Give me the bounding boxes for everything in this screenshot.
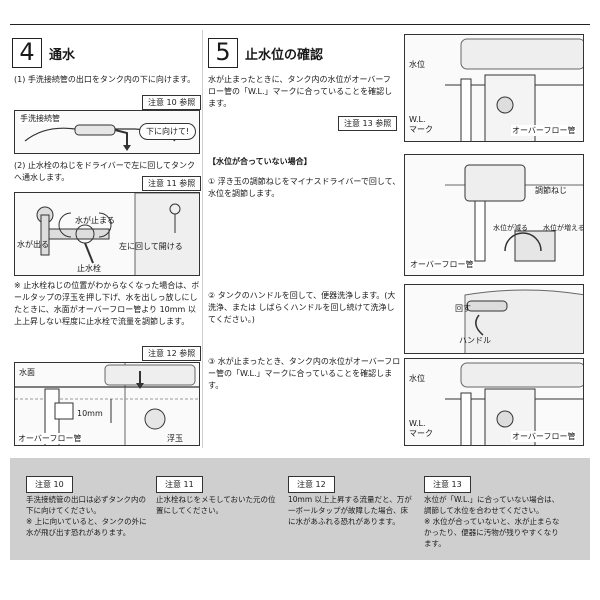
column-divider [202, 30, 203, 448]
label-wl-mark: W.L. マーク [409, 419, 433, 439]
step5-intro: 水が止まったときに、タンク内の水位がオーバーフロー管の「W.L.」マークに合って… [208, 74, 398, 110]
step4-number: 4 [12, 38, 42, 68]
step4-note: ※ 止水栓ねじの位置がわからなくなった場合は、ボールタップの浮玉を押し下げ、水を… [14, 280, 200, 328]
caution-13-text: 水位が「W.L.」に合っていない場合は、調節して水位を合わせてください。 ※ 水… [424, 494, 564, 549]
label-water-surface: 水面 [19, 367, 35, 378]
step5-figure4: 水位 W.L. マーク オーバーフロー管 [404, 358, 584, 446]
label-stop-valve: 止水栓 [77, 263, 101, 274]
label-overflow-pipe: オーバーフロー管 [511, 125, 576, 136]
caution-panel: 注意 10 手洗接続管の出口は必ずタンク内の下に向けてください。 ※ 上に向いて… [10, 458, 590, 560]
step4-tag3: 注意 12 参照 [142, 346, 201, 361]
label-level-down: 水位が減る [493, 223, 528, 233]
step5-title: 止水位の確認 [245, 44, 323, 63]
label-adjust-screw: 調節ねじ [535, 185, 567, 196]
label-level: 水位 [409, 373, 425, 384]
label-handle: ハンドル [459, 335, 491, 346]
label-water-flows: 水が出る [17, 239, 49, 250]
caution-12-tag: 注意 12 [288, 476, 335, 493]
step5-item2: ② タンクのハンドルを回して、便器洗浄します。(大洗浄、または しばらくハンドル… [208, 290, 402, 326]
step4-figure3: 水面 10mm オーバーフロー管 浮玉 [14, 362, 200, 446]
label-10mm: 10mm [77, 409, 103, 418]
step5-figure1: 水位 W.L. マーク オーバーフロー管 [404, 34, 584, 142]
label-float: 浮玉 [167, 433, 183, 444]
caution-10-text: 手洗接続管の出口は必ずタンク内の下に向けてください。 ※ 上に向いていると、タン… [26, 494, 152, 538]
label-water-stops: 水が止まる [75, 215, 115, 226]
step5-item1: ① 浮き玉の調節ねじをマイナスドライバーで回して、水位を調節します。 [208, 176, 402, 200]
tank-handle-illustration [405, 285, 584, 354]
caution-12-text: 10mm 以上上昇する流量だと、万が一ボールタップが故障した場合、床に水があふれ… [288, 494, 412, 527]
caution-13-tag: 注意 13 [424, 476, 471, 493]
label-wl-mark: W.L. マーク [409, 115, 433, 135]
caution-11-text: 止水栓ねじをメモしておいた元の位置にしてください。 [156, 494, 280, 516]
label-overflow-pipe: オーバーフロー管 [511, 431, 576, 442]
caution-11-tag: 注意 11 [156, 476, 203, 493]
step4-figure2: 水が止まる 水が出る 左に回して開ける 止水栓 [14, 192, 200, 276]
label-level: 水位 [409, 59, 425, 70]
callout-point-down: 下に向けて! [139, 123, 196, 140]
step4-tag1: 注意 10 参照 [142, 95, 201, 110]
step4-header: 4 通水 [12, 38, 75, 68]
step5-figure3: 回す ハンドル [404, 284, 584, 354]
top-rule [10, 24, 590, 25]
step5-item3: ③ 水が止まったとき、タンク内の水位がオーバーフロー管の「W.L.」マークに合っ… [208, 356, 402, 392]
caution-10-tag: 注意 10 [26, 476, 73, 493]
step5-mismatch-heading: 【水位が合っていない場合】 [208, 156, 312, 168]
label-overflow-pipe: オーバーフロー管 [409, 259, 474, 270]
step4-title: 通水 [49, 44, 75, 63]
label-turn: 回す [455, 303, 471, 314]
step4-tag2: 注意 11 参照 [142, 176, 201, 191]
step5-header: 5 止水位の確認 [208, 38, 323, 68]
step5-number: 5 [208, 38, 238, 68]
step4-item1: (1) 手洗接続管の出口をタンク内の下に向けます。 [14, 74, 200, 86]
label-turn-left-open: 左に回して開ける [119, 241, 183, 252]
step4-figure1: 手洗接続管 下に向けて! [14, 110, 200, 154]
label-hand-wash-pipe: 手洗接続管 [19, 113, 61, 124]
adjust-screw-illustration [405, 155, 584, 276]
stop-valve-illustration [15, 193, 200, 276]
label-level-up: 水位が増える [543, 223, 584, 233]
step5-tag1: 注意 13 参照 [338, 116, 397, 131]
label-overflow-pipe: オーバーフロー管 [17, 433, 82, 444]
step5-figure2: 調節ねじ 水位が減る 水位が増える オーバーフロー管 [404, 154, 584, 276]
